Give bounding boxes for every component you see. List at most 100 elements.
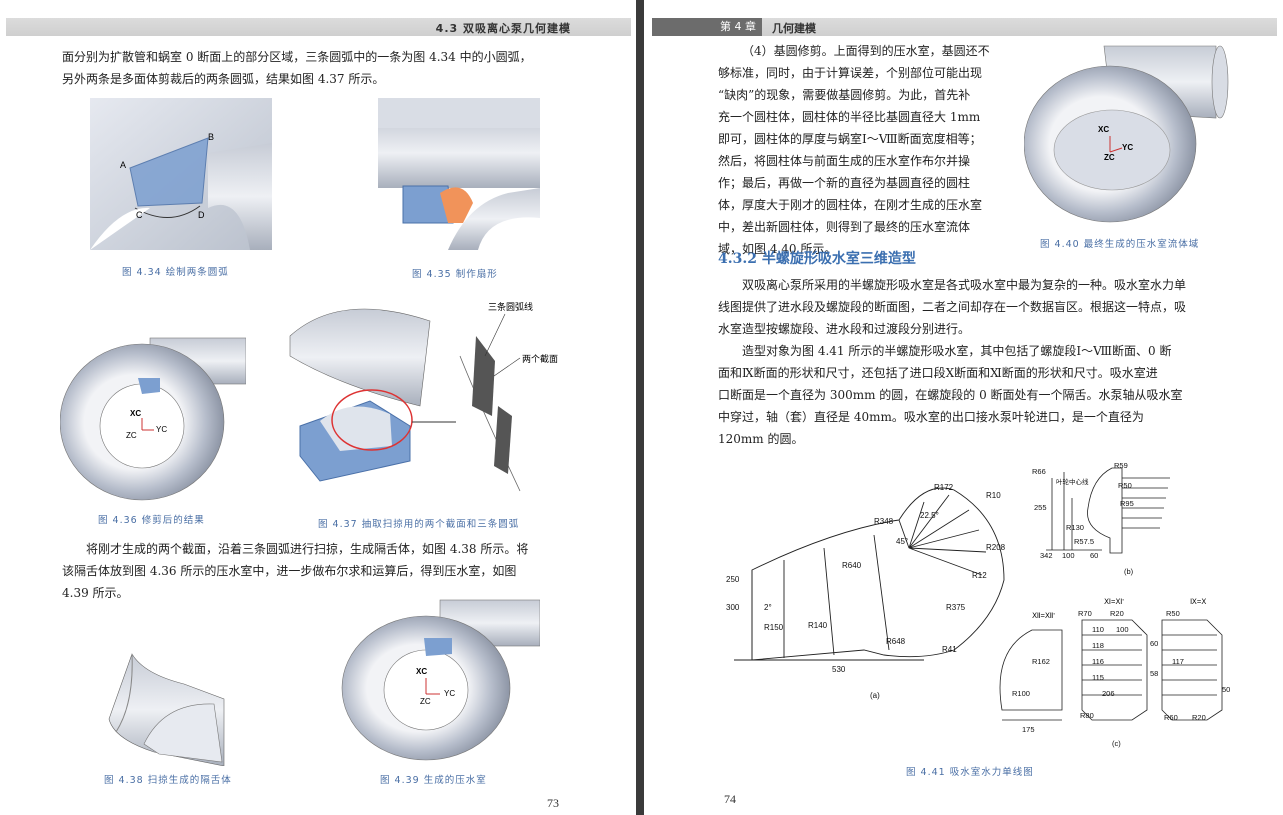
text-line: 120mm 的圆。 <box>718 432 804 446</box>
dim-r20b: R20 <box>1192 713 1206 722</box>
dim-r208: R208 <box>986 543 1006 552</box>
subfig-a-label: (a) <box>870 691 880 700</box>
dim-r70: R70 <box>1078 609 1092 618</box>
text-line: 域，如图 4.40 所示。 <box>718 242 837 256</box>
page-number: 73 <box>547 796 559 810</box>
caption-4-40: 图 4.40 最终生成的压水室流体域 <box>1040 239 1200 250</box>
text-line: 够标准，同时，由于计算误差，个别部位可能出现 <box>718 66 983 80</box>
axis-yc: YC <box>1122 143 1133 152</box>
dim-250: 250 <box>726 575 740 584</box>
dim-22-5deg: 22.5° <box>920 511 939 520</box>
subfig-c-label: (c) <box>1112 739 1121 748</box>
paragraph-2: 双吸离心泵所采用的半螺旋形吸水室是各式吸水室中最为复杂的一种。吸水室水力单 线图… <box>718 274 1238 340</box>
caption-4-41: 图 4.41 吸水室水力单线图 <box>906 767 1034 778</box>
text-line: 水室造型按螺旋段、进水段和过渡段分别进行。 <box>718 322 971 336</box>
axis-zc: ZC <box>420 697 431 706</box>
callout-arcs: 三条圆弧线 <box>488 301 533 312</box>
dim-116: 116 <box>1092 657 1104 666</box>
dim-2deg: 2° <box>764 603 772 612</box>
dim-60: 60 <box>1150 639 1158 648</box>
figure-4-37: 三条圆弧线 两个截面 <box>289 301 558 492</box>
text-line: 将刚才生成的两个截面，沿着三条圆弧进行扫掠，生成隔舌体，如图 4.38 所示。将 <box>86 542 529 556</box>
paragraph-3: 造型对象为图 4.41 所示的半螺旋形吸水室，其中包括了螺旋段Ⅰ～Ⅷ断面、0 断… <box>718 340 1238 450</box>
dim-r640: R640 <box>842 561 862 570</box>
text-line: 即可，圆柱体的厚度与蜗室Ⅰ～Ⅷ断面宽度相等； <box>718 132 982 146</box>
label-c: C <box>136 210 143 220</box>
right-page: 第 4 章 几何建模 （4）基圆修剪。上面得到的压水室，基圆还不 够标准，同时，… <box>644 0 1283 815</box>
text-line: （4）基圆修剪。上面得到的压水室，基圆还不 <box>742 44 990 58</box>
dim-60: 60 <box>1090 551 1098 560</box>
dim-45deg: 45° <box>896 537 908 546</box>
figure-4-41c: Ⅻ=Ⅻ' Ⅺ=Ⅺ' Ⅸ=Ⅹ R70 R20 R162 R100 175 110 … <box>999 597 1230 748</box>
running-header-left: 4.3 双吸离心泵几何建模 <box>6 18 631 36</box>
text-line: 4.39 所示。 <box>62 586 129 600</box>
caption-4-36: 图 4.36 修剪后的结果 <box>98 515 205 526</box>
dim-175: 175 <box>1022 725 1035 734</box>
text-line: 口断面是一个直径为 300mm 的圆，在螺旋段的 0 断面处有一个隔舌。水泵轴从… <box>718 388 1183 402</box>
dim-r172: R172 <box>934 483 954 492</box>
section-xi: Ⅺ=Ⅺ' <box>1104 597 1124 606</box>
dim-100: 100 <box>1116 625 1129 634</box>
figure-4-40: XC YC ZC <box>1024 45 1229 223</box>
axis-zc: ZC <box>126 431 137 440</box>
dim-117: 117 <box>1172 657 1184 666</box>
dim-300: 300 <box>726 603 740 612</box>
dim-206: 206 <box>1102 689 1115 698</box>
dim-r150: R150 <box>764 623 784 632</box>
dim-r100: R100 <box>1012 689 1030 698</box>
text-line: 另外两条是多面体剪裁后的两条圆弧，结果如图 4.37 所示。 <box>62 72 385 86</box>
dim-r66: R66 <box>1032 467 1046 476</box>
text-line: 中，差出新圆柱体，则得到了最终的压水室流体 <box>718 220 971 234</box>
axis-yc: YC <box>444 689 455 698</box>
figure-4-34: A B C D <box>90 98 272 250</box>
text-line: 该隔舌体放到图 4.36 所示的压水室中，进一步做布尔求和运算后，得到压水室，如… <box>62 564 517 578</box>
header-title: 几何建模 <box>772 22 816 35</box>
figure-4-39: XC YC ZC <box>341 599 540 761</box>
figure-4-41a: R640 R348 R172 R10 R208 R12 R375 R41 R64… <box>726 483 1006 700</box>
dim-r50: R50 <box>1166 609 1180 618</box>
text-line: 体，厚度大于刚才的圆柱体，在刚才生成的压水室 <box>718 198 983 212</box>
dim-r130: R130 <box>1066 523 1084 532</box>
dim-342: 342 <box>1040 551 1053 560</box>
section-heading: 4.3.2 半螺旋形吸水室三维造型 <box>718 251 916 267</box>
dim-r10: R10 <box>986 491 1001 500</box>
book-spine <box>636 0 644 815</box>
dim-r20: R20 <box>1110 609 1124 618</box>
left-page: 4.3 双吸离心泵几何建模 面分别为扩散管和蜗室 0 断面上的部分区域，三条圆弧… <box>0 0 636 815</box>
text-line: 线图提供了进水段及螺旋段的断面图，二者之间却存在一个数据盲区。根据这一特点，吸 <box>718 300 1187 314</box>
section-xii: Ⅻ=Ⅻ' <box>1032 611 1055 620</box>
text-line: 作；最后，再做一个新的直径为基圆直径的圆柱 <box>718 176 971 190</box>
text-line: 面和Ⅸ断面的形状和尺寸，还包括了进口段Ⅹ断面和Ⅺ断面的形状和尺寸。吸水室进 <box>718 366 1158 380</box>
figure-4-41b: R66 R59 R50 R95 255 R130 R57.5 342 100 6… <box>1032 461 1170 576</box>
paragraph-1: 面分别为扩散管和蜗室 0 断面上的部分区域，三条圆弧中的一条为图 4.34 中的… <box>62 46 582 90</box>
figure-4-35 <box>378 98 540 250</box>
dim-r12: R12 <box>972 571 987 580</box>
axis-zc: ZC <box>1104 153 1115 162</box>
text-line: 中穿过，轴（套）直径是 40mm。吸水室的出口接水泵叶轮进口，是一个直径为 <box>718 410 1144 424</box>
dim-r50: R50 <box>1118 481 1132 490</box>
dim-50: 50 <box>1222 685 1230 694</box>
page-number: 74 <box>724 792 736 806</box>
paragraph-1: （4）基圆修剪。上面得到的压水室，基圆还不 够标准，同时，由于计算误差，个别部位… <box>718 40 1018 260</box>
caption-4-35: 图 4.35 制作扇形 <box>412 269 498 280</box>
text-line: 面分别为扩散管和蜗室 0 断面上的部分区域，三条圆弧中的一条为图 4.34 中的… <box>62 50 532 64</box>
caption-4-39: 图 4.39 生成的压水室 <box>380 775 487 786</box>
callout-sections: 两个截面 <box>522 353 558 364</box>
text-line: 造型对象为图 4.41 所示的半螺旋形吸水室，其中包括了螺旋段Ⅰ～Ⅷ断面、0 断 <box>742 344 1172 358</box>
header-title: 4.3 双吸离心泵几何建模 <box>435 22 571 35</box>
dim-r59: R59 <box>1114 461 1128 470</box>
dim-530: 530 <box>832 665 846 674</box>
dim-r60: R60 <box>1164 713 1178 722</box>
subfig-b-label: (b) <box>1124 567 1134 576</box>
figure-4-36: XC YC ZC <box>60 337 246 501</box>
text-line: 充一个圆柱体，圆柱体的半径比基圆直径大 1mm <box>718 110 981 124</box>
dim-r648: R648 <box>886 637 906 646</box>
label-a: A <box>120 160 126 170</box>
dim-100: 100 <box>1062 551 1075 560</box>
caption-4-34: 图 4.34 绘制两条圆弧 <box>122 267 229 278</box>
paragraph-2: 将刚才生成的两个截面，沿着三条圆弧进行扫掠，生成隔舌体，如图 4.38 所示。将… <box>62 538 602 604</box>
figure-4-38 <box>108 653 225 766</box>
dim-r140: R140 <box>808 621 828 630</box>
dim-115: 115 <box>1092 673 1104 682</box>
axis-xc: XC <box>416 667 427 676</box>
